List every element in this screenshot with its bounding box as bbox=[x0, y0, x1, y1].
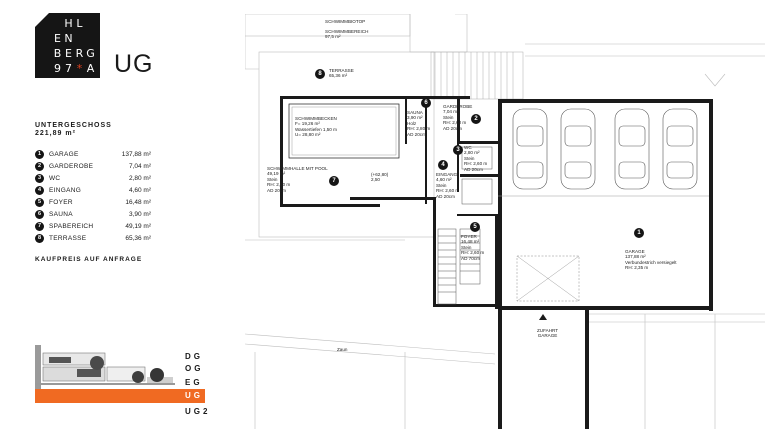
room-area: 7,04 m² bbox=[128, 162, 151, 170]
room-number-badge: 1 bbox=[35, 149, 44, 159]
plan-label-zufahrt: ZUFAHRT GARAGE bbox=[537, 328, 559, 339]
plan-badge-7: 7 bbox=[329, 176, 339, 186]
logo-letter bbox=[74, 31, 85, 46]
room-area: 4,60 m² bbox=[128, 186, 151, 194]
logo-letter: 9 bbox=[54, 62, 61, 75]
room-number-badge: 5 bbox=[35, 197, 44, 207]
plan-label-foyer: FOYER 16,48 m² Stein RH: 2,60 m AD 70cm bbox=[461, 234, 485, 261]
price-note: KAUFPREIS AUF ANFRAGE bbox=[35, 256, 143, 263]
room-name: FOYER bbox=[49, 198, 73, 206]
room-area: 49,19 m² bbox=[125, 222, 151, 230]
room-row: 5 FOYER 16,48 m² bbox=[35, 196, 151, 208]
plan-badge-8: 8 bbox=[315, 69, 325, 79]
plan-label-eingang: EINGANG 4,60 m² Stein RH: 2,60 m AD 20cm bbox=[436, 172, 460, 199]
building-section-view: DG OG EG UG UG2 bbox=[35, 343, 207, 418]
room-number-badge: 3 bbox=[35, 173, 44, 183]
room-area: 3,90 m² bbox=[128, 210, 151, 218]
room-area: 16,48 m² bbox=[125, 198, 151, 206]
level-label-dg[interactable]: DG bbox=[185, 352, 203, 361]
plan-badge-4: 4 bbox=[438, 160, 448, 170]
room-name: GARAGE bbox=[49, 150, 79, 158]
building-section-drawing bbox=[35, 345, 175, 389]
level-label-eg[interactable]: EG bbox=[185, 378, 203, 387]
logo-letter bbox=[52, 16, 63, 31]
logo-letter: B bbox=[53, 47, 62, 60]
room-number-badge: 8 bbox=[35, 233, 44, 243]
plan-label-sauna: SAUNA 3,90 m² Holz RH: 2,80 m AD 20cm bbox=[407, 110, 431, 137]
level-title: UG bbox=[114, 50, 154, 78]
plan-label-wc: WC 2,80 m² Stein RH: 2,60 m AD 20cm bbox=[464, 145, 488, 172]
plan-badge-3: 3 bbox=[453, 145, 463, 155]
plan-label-biotop: SCHWIMMBIOTOP bbox=[325, 19, 366, 24]
room-row: 4 EINGANG 4,60 m² bbox=[35, 184, 151, 196]
logo-letter: L bbox=[76, 17, 83, 30]
plan-label-terrasse: TERRASSE 65,36 m² bbox=[329, 68, 354, 79]
logo-letter bbox=[85, 16, 96, 31]
plan-badge-1: 1 bbox=[634, 228, 644, 238]
level-label-og[interactable]: OG bbox=[185, 364, 204, 373]
room-name: EINGANG bbox=[49, 186, 82, 194]
logo-corner-cut bbox=[35, 13, 49, 27]
plan-badge-5: 5 bbox=[470, 222, 480, 232]
room-row: 3 WC 2,80 m² bbox=[35, 172, 151, 184]
room-area: 137,88 m² bbox=[121, 150, 151, 158]
room-row: 1 GARAGE 137,88 m² bbox=[35, 148, 151, 160]
plan-level-mark: (+62,80) 2,50 bbox=[371, 172, 389, 183]
room-number-badge: 4 bbox=[35, 185, 44, 195]
room-area: 2,80 m² bbox=[128, 174, 151, 182]
logo-letter: G bbox=[86, 47, 95, 60]
room-list: 1 GARAGE 137,88 m² 2 GARDEROBE 7,04 m² 3 WC 2,80… bbox=[35, 148, 151, 244]
room-number-badge: 2 bbox=[35, 161, 44, 171]
logo-letter: N bbox=[64, 32, 73, 45]
room-row: 6 SAUNA 3,90 m² bbox=[35, 208, 151, 220]
room-name: WC bbox=[49, 174, 61, 182]
room-row: 2 GARDEROBE 7,04 m² bbox=[35, 160, 151, 172]
plan-label-schwimmbecken: SCHWIMMBECKEN F= 19,26 m² Wassertiefen 1… bbox=[295, 116, 337, 138]
floor-area: 221,89 m² bbox=[35, 130, 76, 137]
plan-label-garderobe: GARDEROBE 7,04 m² Stein RH: 2,60 m AD 20… bbox=[443, 104, 473, 131]
level-label-ug[interactable]: UG bbox=[185, 391, 203, 400]
logo-letter: * bbox=[76, 62, 83, 75]
room-row: 8 TERRASSE 65,36 m² bbox=[35, 232, 151, 244]
floor-title: UNTERGESCHOSS bbox=[35, 122, 112, 129]
logo-letter: E bbox=[65, 47, 72, 60]
plan-badge-6: 6 bbox=[421, 98, 431, 108]
plan-label-zaun: Zaun bbox=[337, 347, 348, 352]
plan-label-garage: GARAGE 137,88 m² Verbundestrich versiege… bbox=[625, 249, 677, 271]
logo-letter: H bbox=[64, 17, 73, 30]
room-name: TERRASSE bbox=[49, 234, 87, 242]
logo-letter bbox=[85, 31, 96, 46]
room-number-badge: 6 bbox=[35, 209, 44, 219]
plan-badge-2: 2 bbox=[471, 114, 481, 124]
logo-letter: A bbox=[86, 62, 95, 75]
logo-letter: E bbox=[54, 32, 61, 45]
room-name: SPABEREICH bbox=[49, 222, 94, 230]
room-name: SAUNA bbox=[49, 210, 73, 218]
room-name: GARDEROBE bbox=[49, 162, 94, 170]
logo-letter: R bbox=[75, 47, 84, 60]
room-area: 65,36 m² bbox=[125, 234, 151, 242]
plan-label-spabereich: SCHWIMMHALLE MIT POOL 49,19 m² Stein RH:… bbox=[267, 166, 328, 193]
plan-label-schwimmbereich: SCHWIMMBEREICH 97,5 m² bbox=[325, 29, 369, 40]
logo-letter: 7 bbox=[65, 62, 72, 75]
floor-plan-drawing bbox=[245, 14, 765, 429]
active-level-highlight bbox=[35, 389, 205, 403]
room-row: 7 SPABEREICH 49,19 m² bbox=[35, 220, 151, 232]
floor-plan: SCHWIMMBIOTOP SCHWIMMBEREICH 97,5 m² 8 T… bbox=[245, 14, 765, 429]
room-number-badge: 7 bbox=[35, 221, 44, 231]
level-label-ug2[interactable]: UG2 bbox=[185, 407, 211, 416]
